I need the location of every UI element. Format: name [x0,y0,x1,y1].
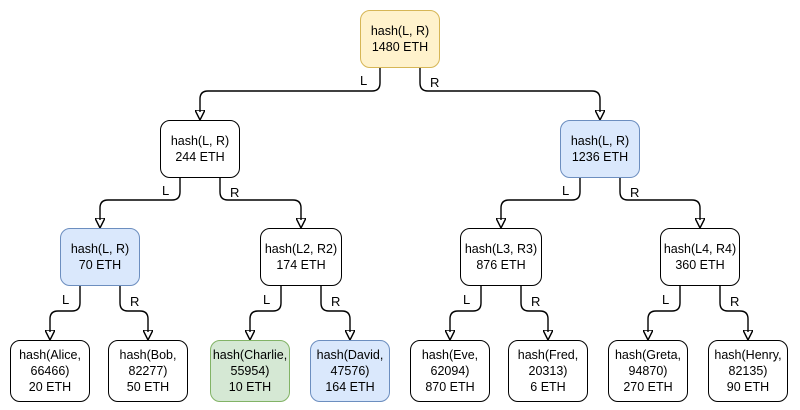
node-left-right: hash(L2, R2) 174 ETH [260,228,342,286]
leaf-david-hash: hash(David, 47576) [316,348,384,378]
leaf-henry-hash: hash(Henry, 82135) [714,348,782,378]
leaf-charlie-amount: 10 ETH [228,380,272,394]
edge-label-ll-left: L [62,292,70,307]
leaf-henry: hash(Henry, 82135) 90 ETH [708,340,788,402]
node-root-amount: 1480 ETH [371,40,429,54]
edge-r-left [501,178,581,220]
edge-label-rl-left: L [463,292,471,307]
leaf-david-amount: 164 ETH [325,380,375,394]
leaf-eve: hash(Eve, 62094) 870 ETH [410,340,490,402]
node-left-left-hash: hash(L, R) [70,242,130,256]
node-left-left: hash(L, R) 70 ETH [60,228,140,286]
edge-label-ll-right: R [130,294,140,309]
node-right-right-amount: 360 ETH [675,258,725,272]
leaf-greta-amount: 270 ETH [623,380,673,394]
edge-l-right [219,178,301,220]
leaf-bob-hash: hash(Bob, 82277) [119,348,177,378]
edge-root-left [200,68,381,112]
node-left-right-amount: 174 ETH [276,258,326,272]
edge-label-rl-right: R [531,294,541,309]
edge-l-left [100,178,181,220]
leaf-eve-hash: hash(Eve, 62094) [421,348,479,378]
node-left-right-hash: hash(L2, R2) [264,242,338,256]
edge-label-rr-left: L [662,292,670,307]
leaf-fred-amount: 6 ETH [530,380,566,394]
edge-root-right [419,68,600,112]
edge-ll-right [119,286,148,332]
edge-label-rr-right: R [730,294,740,309]
edge-ll-left [50,286,81,332]
leaf-fred: hash(Fred, 20313) 6 ETH [508,340,588,402]
leaf-greta-hash: hash(Greta, 94870) [614,348,681,378]
node-left-left-amount: 70 ETH [78,258,122,272]
node-right-left-hash: hash(L3, R3) [464,242,538,256]
node-left-hash: hash(L, R) [170,134,230,148]
edge-rr-right [719,286,748,332]
node-root: hash(L, R) 1480 ETH [360,10,440,68]
node-right-left-amount: 876 ETH [476,258,526,272]
node-right-right-hash: hash(L4, R4) [663,242,737,256]
edge-label-l-left: L [162,183,170,198]
edge-rl-right [520,286,548,332]
leaf-henry-amount: 90 ETH [726,380,770,394]
leaf-charlie-hash: hash(Charlie, 55954) [212,348,288,378]
node-right-left: hash(L3, R3) 876 ETH [460,228,542,286]
leaf-alice: hash(Alice, 66466) 20 ETH [10,340,90,402]
edge-lr-left [250,286,282,332]
edge-label-r-left: L [562,183,570,198]
edge-label-l-right: R [230,185,240,200]
edge-label-lr-left: L [263,292,271,307]
node-right: hash(L, R) 1236 ETH [560,120,640,178]
edge-label-r-right: R [630,185,640,200]
edge-label-root-left: L [360,73,368,88]
node-right-amount: 1236 ETH [571,150,629,164]
edge-label-lr-right: R [331,294,341,309]
leaf-alice-amount: 20 ETH [28,380,72,394]
leaf-eve-amount: 870 ETH [425,380,475,394]
edge-lr-right [320,286,350,332]
node-right-right: hash(L4, R4) 360 ETH [660,228,740,286]
edge-label-root-right: R [430,75,440,90]
leaf-bob: hash(Bob, 82277) 50 ETH [108,340,188,402]
edge-rl-left [450,286,482,332]
node-left: hash(L, R) 244 ETH [160,120,240,178]
node-right-hash: hash(L, R) [570,134,630,148]
leaf-fred-hash: hash(Fred, 20313) [517,348,579,378]
edge-rr-left [648,286,681,332]
edge-r-right [619,178,700,220]
leaf-david: hash(David, 47576) 164 ETH [310,340,390,402]
node-left-amount: 244 ETH [175,150,225,164]
leaf-alice-hash: hash(Alice, 66466) [19,348,81,378]
leaf-bob-amount: 50 ETH [126,380,170,394]
leaf-charlie: hash(Charlie, 55954) 10 ETH [210,340,290,402]
leaf-greta: hash(Greta, 94870) 270 ETH [608,340,688,402]
node-root-hash: hash(L, R) [370,24,430,38]
